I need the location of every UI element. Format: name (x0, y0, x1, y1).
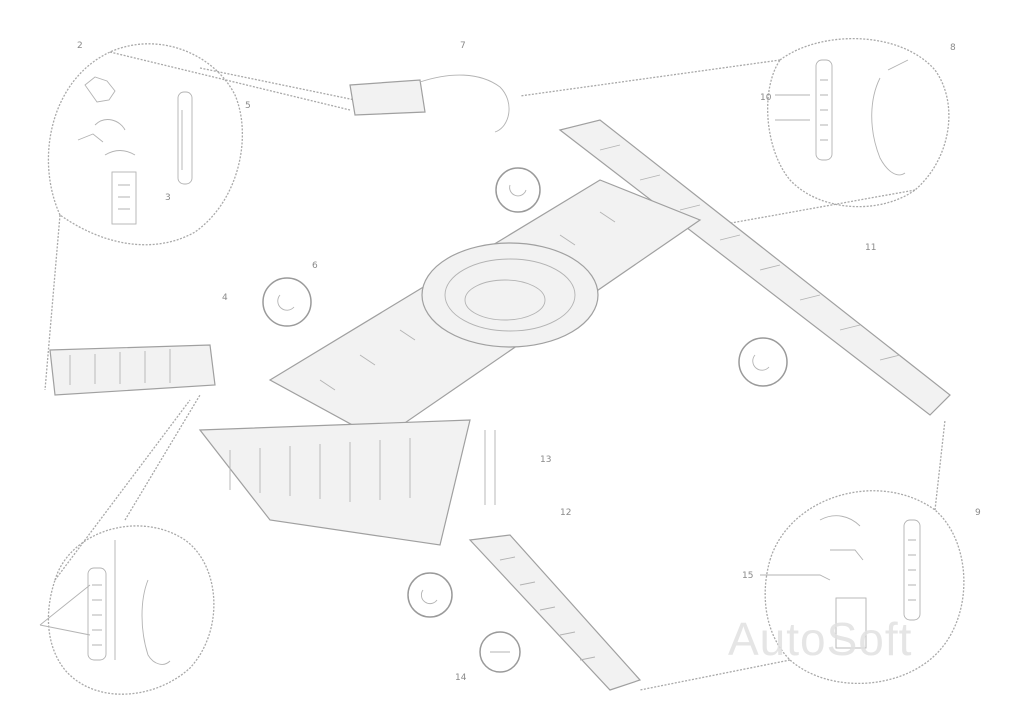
callout-3: 3 (165, 193, 171, 203)
callout-10: 10 (760, 93, 772, 103)
callout-13: 13 (540, 455, 551, 465)
callout-15: 15 (742, 571, 753, 581)
callout-4: 4 (222, 293, 228, 303)
callout-11: 11 (865, 243, 876, 253)
callout-9: 9 (975, 508, 981, 518)
callout-14: 14 (455, 673, 467, 683)
callout-5: 5 (245, 101, 251, 111)
ref-circle-5 (479, 631, 521, 673)
detail-view-bottom-right (639, 419, 965, 691)
detail-view-bottom-left (39, 394, 215, 695)
callout-6: 6 (312, 261, 318, 271)
callout-2a: 2 (77, 41, 83, 51)
ref-circle-1 (495, 167, 541, 213)
callout-8: 8 (950, 43, 956, 53)
ref-circle-4 (407, 572, 453, 618)
detail-view-top-left (44, 43, 356, 391)
callout-12: 12 (560, 508, 571, 518)
callout-7a: 7 (460, 41, 466, 51)
watermark-logo: AutoSoft (728, 613, 913, 665)
detail-view-top-right (519, 38, 950, 226)
ref-circle-2 (262, 277, 312, 327)
ref-circle-3 (738, 337, 788, 387)
main-assembly (49, 74, 951, 691)
